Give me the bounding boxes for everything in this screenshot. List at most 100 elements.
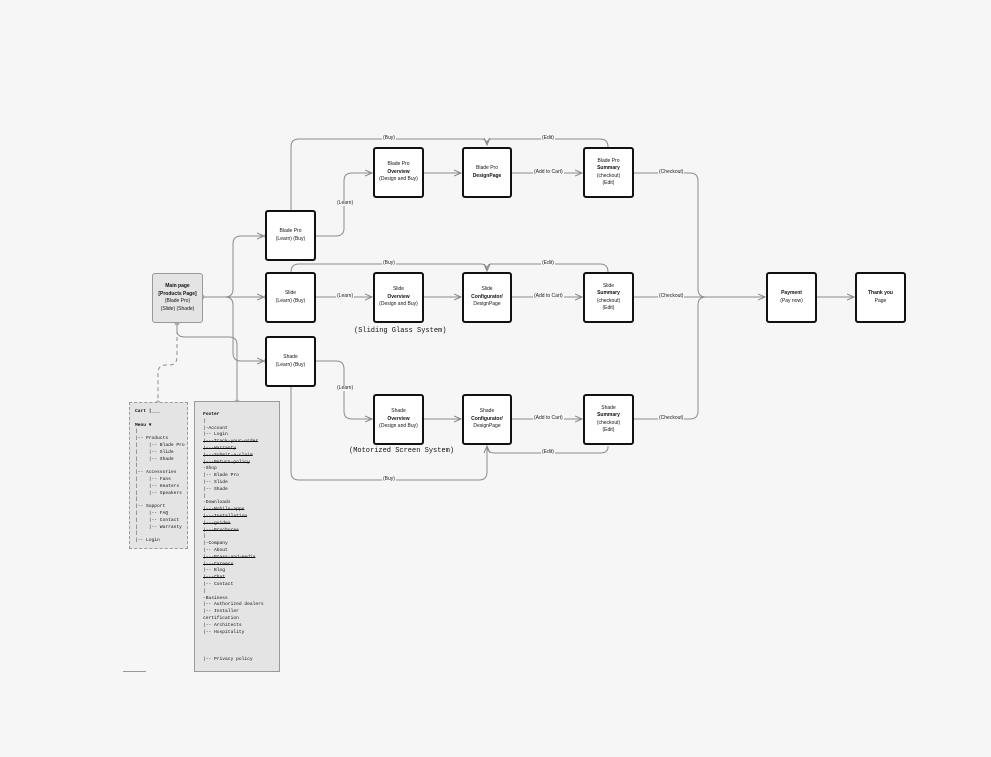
footer-line: |-- Contact	[203, 581, 234, 587]
node-line: (Edit)	[602, 427, 615, 433]
node-line: Shade	[601, 404, 616, 411]
node-slide-summary[interactable]: Slide Summary (checkout) (Edit)	[583, 272, 634, 323]
edge-label-learn: (Learn)	[336, 385, 355, 391]
node-main-page[interactable]: Main page [Products Page] (Blade Pro) (S…	[152, 273, 203, 323]
menu-line: |	[135, 497, 138, 503]
footer-line: |-- Slide	[203, 479, 228, 485]
caption-motorized-screen-system: (Motorized Screen System)	[349, 447, 455, 455]
edge-label-checkout: (Checkout)	[658, 293, 685, 299]
node-thank-you[interactable]: Thank you Page	[855, 272, 906, 323]
node-line: (Learn) (Buy)	[275, 361, 306, 368]
node-slide-configurator[interactable]: Slide Configurator/ DesignPage	[462, 272, 512, 323]
edge-main-to-shade	[203, 296, 264, 361]
menu-line: |	[135, 463, 138, 469]
footer-line: |-- Shade	[203, 486, 228, 492]
menu-line: | |-- Heaters	[135, 483, 180, 489]
node-line: Slide	[602, 282, 615, 289]
footer-line: |---Chat	[203, 575, 226, 581]
node-line: Slide	[392, 286, 405, 293]
footer-line: certification	[203, 615, 239, 621]
edge-main-to-blade-pro	[203, 236, 264, 298]
edge-label-learn: (Learn)	[336, 200, 355, 206]
footer-line: -Shop	[203, 466, 217, 472]
menu-line: Cart |___	[135, 409, 160, 414]
node-line: (checkout)	[596, 172, 621, 179]
menu-line: Menu ▼	[135, 422, 152, 428]
node-line: Blade Pro	[279, 228, 302, 234]
node-slide-overview[interactable]: Slide Overview (Design and Buy)	[373, 272, 424, 323]
footer-line: |-- Blade Pro	[203, 473, 239, 479]
node-line: Configurator/	[471, 293, 503, 300]
node-line: Summary	[597, 412, 620, 418]
footer-line	[203, 636, 279, 643]
edge-label-learn: (Learn)	[336, 293, 355, 299]
menu-line	[135, 416, 187, 423]
footer-line: |-- Authorized dealers	[203, 602, 264, 608]
menu-line: | |-- Blade Pro	[135, 442, 185, 448]
edge-label-checkout: (Checkout)	[658, 169, 685, 175]
edge-label-add-to-cart: (Add to Cart)	[533, 169, 564, 175]
node-line: (Slide) (Shade)	[160, 305, 195, 312]
footer-line	[203, 650, 279, 657]
footer-line: |-- Architects	[203, 622, 242, 628]
node-line: (Blade Pro)	[164, 298, 191, 304]
node-blade-pro-summary[interactable]: Blade Pro Summary (checkout) (Edit)	[583, 147, 634, 198]
footer-line: |	[203, 418, 206, 424]
footer-line: |-- Login	[203, 432, 228, 438]
node-line: (Design and Buy)	[379, 423, 418, 430]
node-shade[interactable]: Shade (Learn) (Buy)	[265, 336, 316, 387]
menu-line: | |-- Warranty	[135, 524, 182, 530]
menu-panel: Cart |___Menu ▼||-- Products| |-- Blade …	[129, 402, 188, 549]
menu-line: | |-- Shade	[135, 456, 174, 462]
menu-line: |-- Login	[135, 538, 160, 544]
node-line: Shade	[479, 408, 495, 415]
node-blade-pro-overview[interactable]: Blade Pro Overview (Design and Buy)	[373, 147, 424, 198]
connector-main-to-menu	[157, 323, 178, 403]
node-slide[interactable]: Slide (Learn) (Buy)	[265, 272, 316, 323]
footer-line: |---Mobile-apps	[203, 507, 245, 513]
node-line: Overview	[387, 293, 410, 300]
node-line: Shade	[283, 354, 298, 360]
footer-line: |-- Privacy policy	[203, 656, 253, 662]
node-blade-pro-design[interactable]: Blade Pro DesignPage	[462, 147, 512, 198]
node-line: Shade	[391, 408, 406, 415]
node-shade-summary[interactable]: Shade Summary (checkout) (Edit)	[583, 394, 634, 445]
footer-line: |	[203, 588, 206, 594]
menu-line: | |-- FAQ	[135, 510, 169, 516]
edge-label-edit: (Edit)	[541, 260, 555, 266]
footer-line: -Downloads	[203, 500, 231, 506]
edge-blade-pro-checkout	[634, 172, 707, 298]
footer-line: |	[203, 534, 206, 540]
divider	[123, 671, 146, 672]
node-line: (Learn) (Buy)	[275, 235, 306, 242]
node-line: [Products Page]	[158, 290, 197, 297]
footer-line: |---Return-policy	[203, 459, 250, 465]
menu-line: | |-- Contact	[135, 517, 180, 523]
menu-line: |	[135, 429, 138, 435]
edge-label-add-to-cart: (Add to Cart)	[533, 415, 564, 421]
connector-main-to-footer	[176, 323, 238, 402]
node-line: (Design and Buy)	[379, 301, 418, 308]
node-line: DesignPage	[472, 172, 502, 179]
node-line: (Edit)	[602, 305, 615, 311]
footer-line	[203, 643, 279, 650]
footer-panel: Footer||-Account|-- Login|---Track-your-…	[194, 401, 280, 672]
node-line: DesignPage	[473, 423, 501, 430]
node-line: (Edit)	[602, 180, 615, 186]
node-line: Page	[874, 297, 887, 304]
node-line: (checkout)	[596, 419, 621, 426]
node-shade-configurator[interactable]: Shade Configurator/ DesignPage	[462, 394, 512, 445]
node-blade-pro[interactable]: Blade Pro (Learn) (Buy)	[265, 210, 316, 261]
menu-line: | |-- Fans	[135, 476, 171, 482]
node-payment[interactable]: Payment (Pay now)	[766, 272, 817, 323]
footer-line: |-- About	[203, 547, 228, 553]
node-shade-overview[interactable]: Shade Overview (Design and Buy)	[373, 394, 424, 445]
footer-line: |-- Installer	[203, 609, 239, 615]
menu-line: |-- Support	[135, 504, 166, 510]
footer-line: |---guides	[203, 520, 231, 526]
footer-line: |---Installation	[203, 513, 248, 519]
node-line: Overview	[387, 415, 410, 422]
footer-line: |-Company	[203, 541, 228, 547]
menu-line: | |-- Speakers	[135, 490, 182, 496]
